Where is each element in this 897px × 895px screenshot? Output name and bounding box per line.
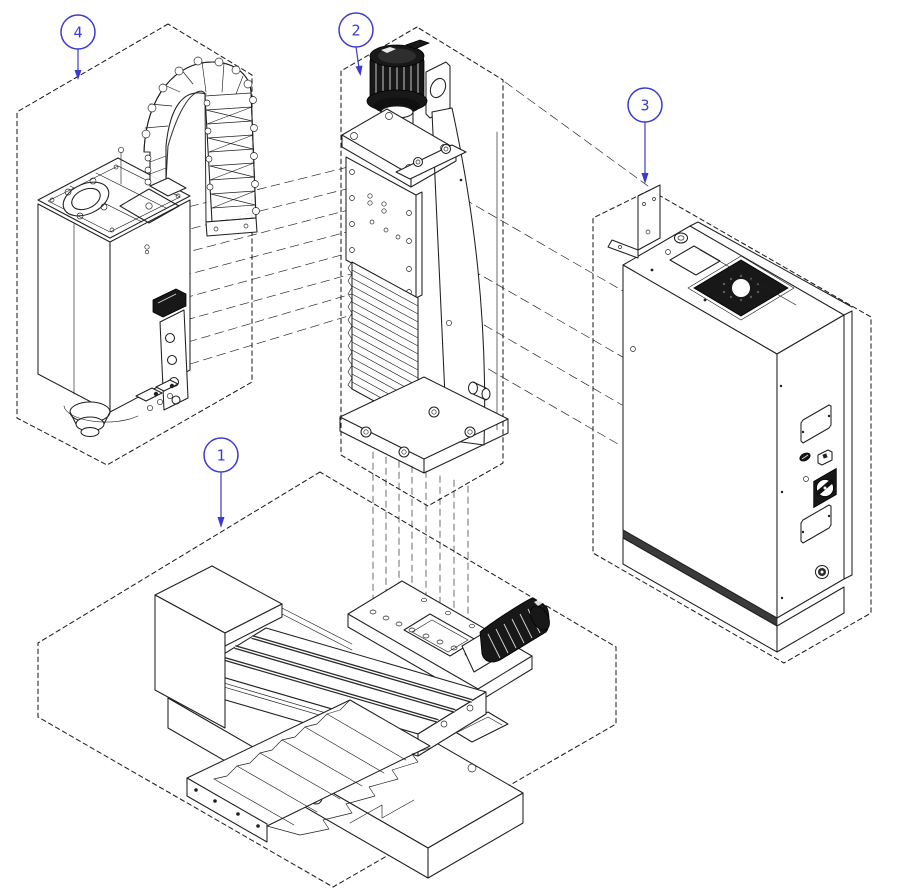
head-clamp-handle xyxy=(152,288,187,318)
round-connector xyxy=(814,564,830,580)
mounting-bracket xyxy=(607,184,661,259)
leader-lines-head-to-column xyxy=(175,165,369,365)
callout-3-label: 3 xyxy=(640,97,649,115)
callout-2[interactable]: 2 xyxy=(338,12,374,76)
column-base-plate xyxy=(339,376,509,474)
socket-square xyxy=(817,449,833,466)
x-axis-bellows xyxy=(186,699,431,843)
callout-1-label: 1 xyxy=(216,447,225,465)
cabinet-fan-grille-icon xyxy=(687,249,797,321)
bounding-box-base xyxy=(37,471,617,888)
callout-2-label: 2 xyxy=(351,22,360,40)
chain-links xyxy=(204,92,257,209)
base-table-assembly xyxy=(154,565,550,879)
bounding-box-spindle-head xyxy=(16,23,253,466)
bounding-box-column xyxy=(340,26,504,507)
callout-3[interactable]: 3 xyxy=(627,87,663,184)
control-box xyxy=(607,184,853,653)
z-column-assembly xyxy=(339,39,509,474)
side-port-bottom xyxy=(800,504,832,544)
spindle-nose xyxy=(63,379,179,438)
axis-motor-cover xyxy=(154,565,283,729)
callout-4[interactable]: 4 xyxy=(60,14,96,80)
callout-1[interactable]: 1 xyxy=(203,437,239,528)
y-axis-motor xyxy=(461,597,550,673)
main-power-switch-icon xyxy=(813,467,837,509)
side-port-top xyxy=(800,404,832,444)
spindle-head-assembly xyxy=(37,147,191,438)
head-fan-grille-icon xyxy=(119,188,180,224)
cable-drag-chain xyxy=(141,56,260,237)
bounding-box-control-box xyxy=(592,189,872,664)
callout-4-label: 4 xyxy=(73,24,82,42)
z-stepper-motor xyxy=(366,39,431,125)
